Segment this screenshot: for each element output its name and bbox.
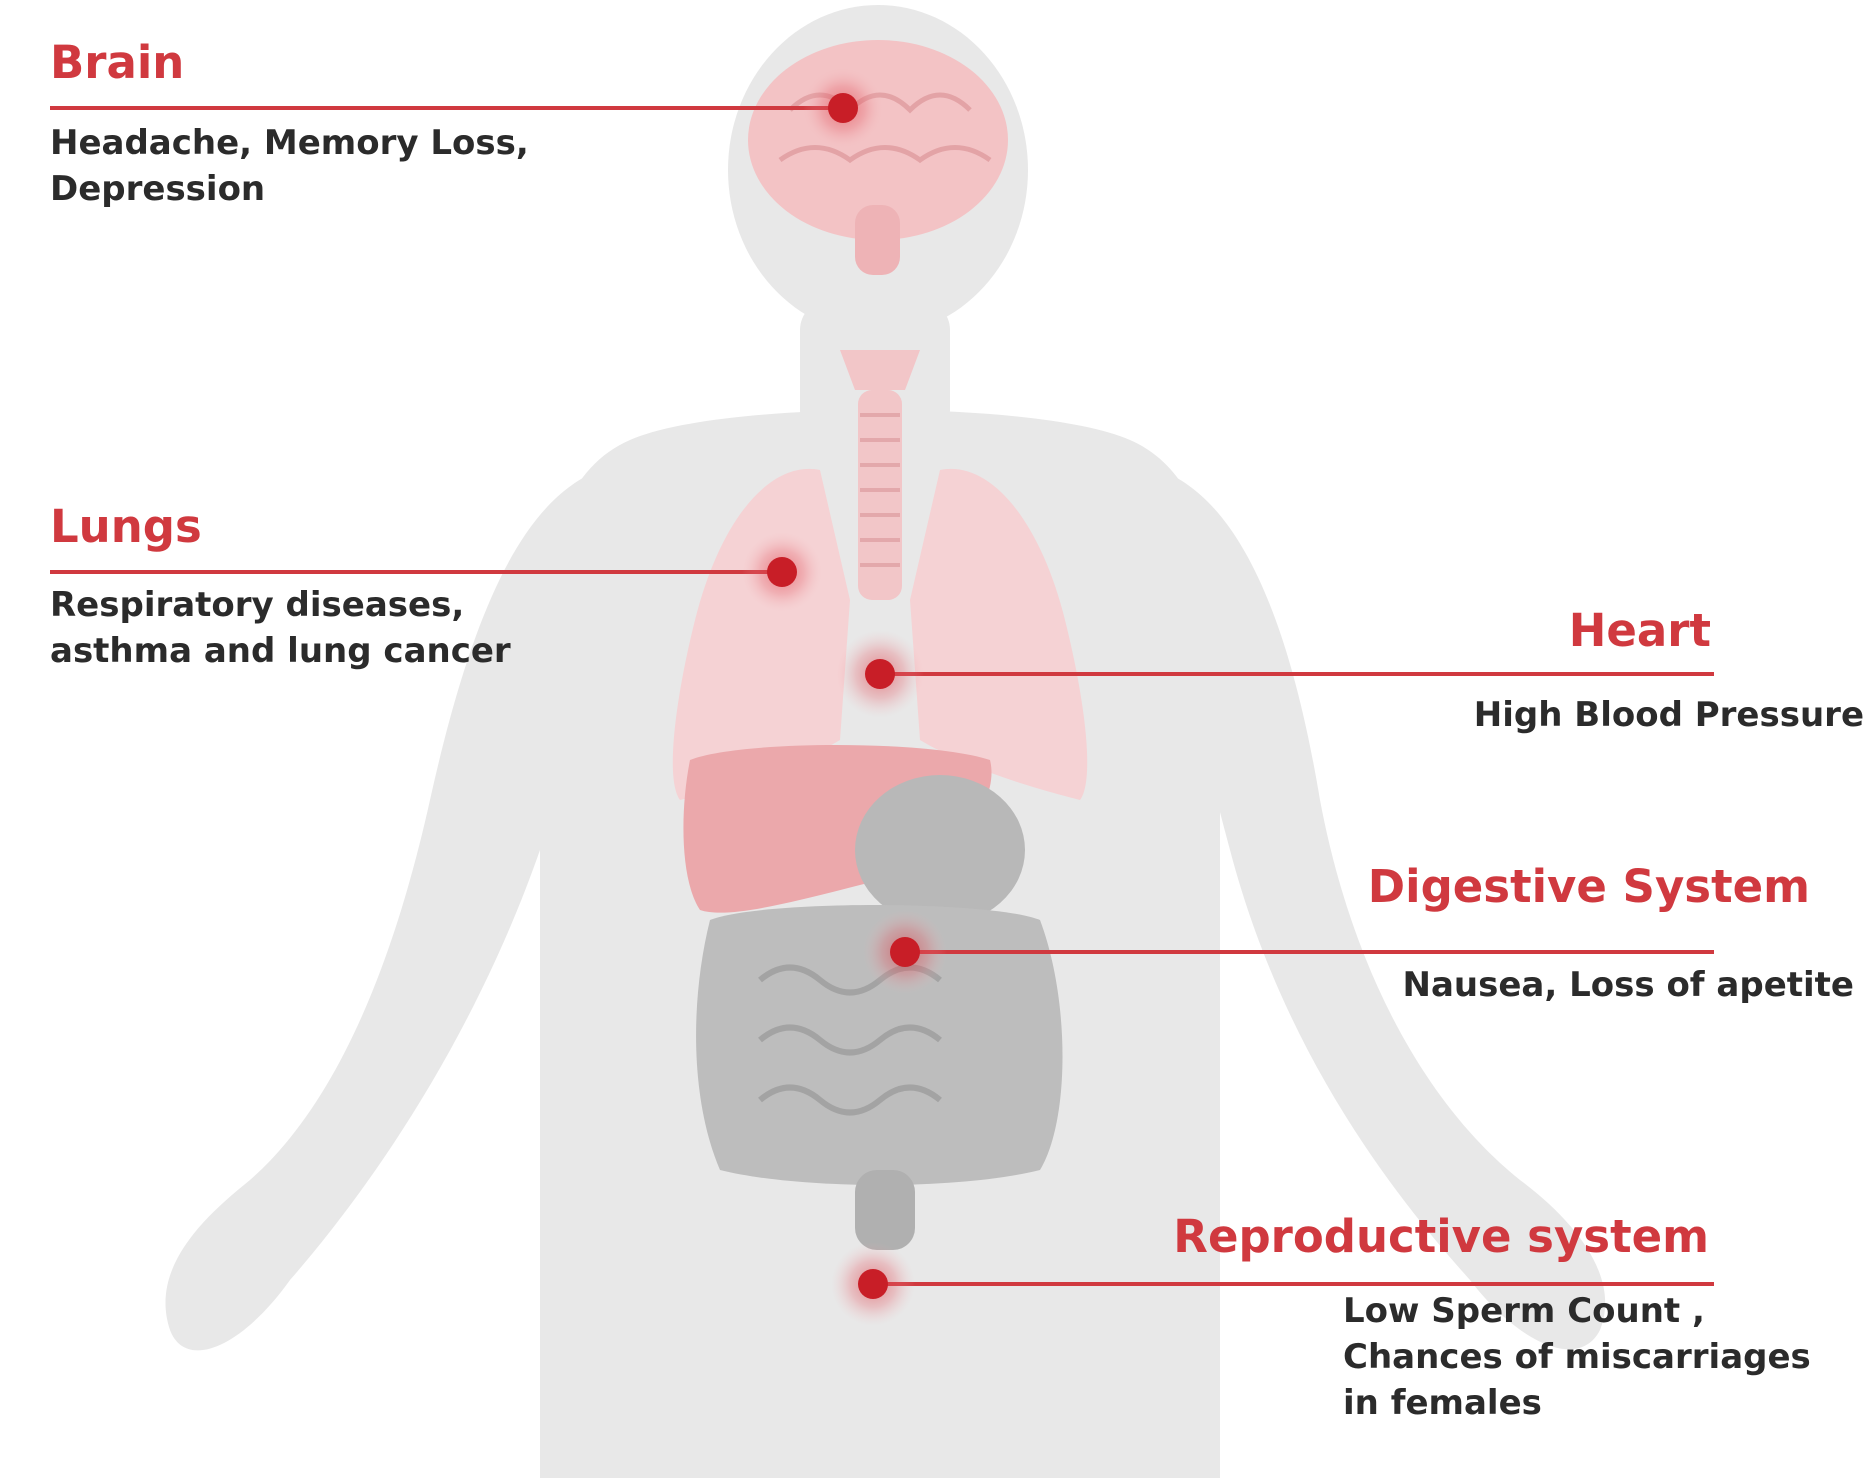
heart-marker bbox=[836, 630, 924, 718]
heart-description-block: High Blood Pressure bbox=[1474, 692, 1864, 738]
lungs-description-block: Respiratory diseases, asthma and lung ca… bbox=[50, 582, 511, 674]
heart-description: High Blood Pressure bbox=[1474, 692, 1864, 738]
digestive-description: Nausea, Loss of apetite bbox=[1403, 962, 1854, 1008]
digestive-marker bbox=[863, 910, 947, 994]
brain-description: Headache, Memory Loss, Depression bbox=[50, 120, 529, 212]
reproductive-description-block: Low Sperm Count , Chances of miscarriage… bbox=[1343, 1288, 1811, 1426]
reproductive-label: Reproductive system bbox=[1173, 1210, 1709, 1264]
brain-label: Brain bbox=[50, 36, 184, 90]
lungs-marker bbox=[742, 532, 822, 612]
brain-description-block: Headache, Memory Loss, Depression bbox=[50, 120, 529, 212]
brain-marker bbox=[803, 68, 883, 148]
heart-label: Heart bbox=[1569, 604, 1711, 658]
digestive-title: Digestive System bbox=[1368, 860, 1810, 914]
reproductive-marker bbox=[831, 1242, 915, 1326]
lungs-description: Respiratory diseases, asthma and lung ca… bbox=[50, 582, 511, 674]
brain-title: Brain bbox=[50, 36, 184, 90]
reproductive-description: Low Sperm Count , Chances of miscarriage… bbox=[1343, 1288, 1811, 1426]
digestive-description-block: Nausea, Loss of apetite bbox=[1403, 962, 1854, 1008]
heart-title: Heart bbox=[1569, 604, 1711, 658]
lungs-label: Lungs bbox=[50, 500, 202, 554]
digestive-label: Digestive System bbox=[1368, 860, 1810, 914]
stomach-organ bbox=[855, 775, 1025, 925]
reproductive-title: Reproductive system bbox=[1173, 1210, 1709, 1264]
lungs-title: Lungs bbox=[50, 500, 202, 554]
